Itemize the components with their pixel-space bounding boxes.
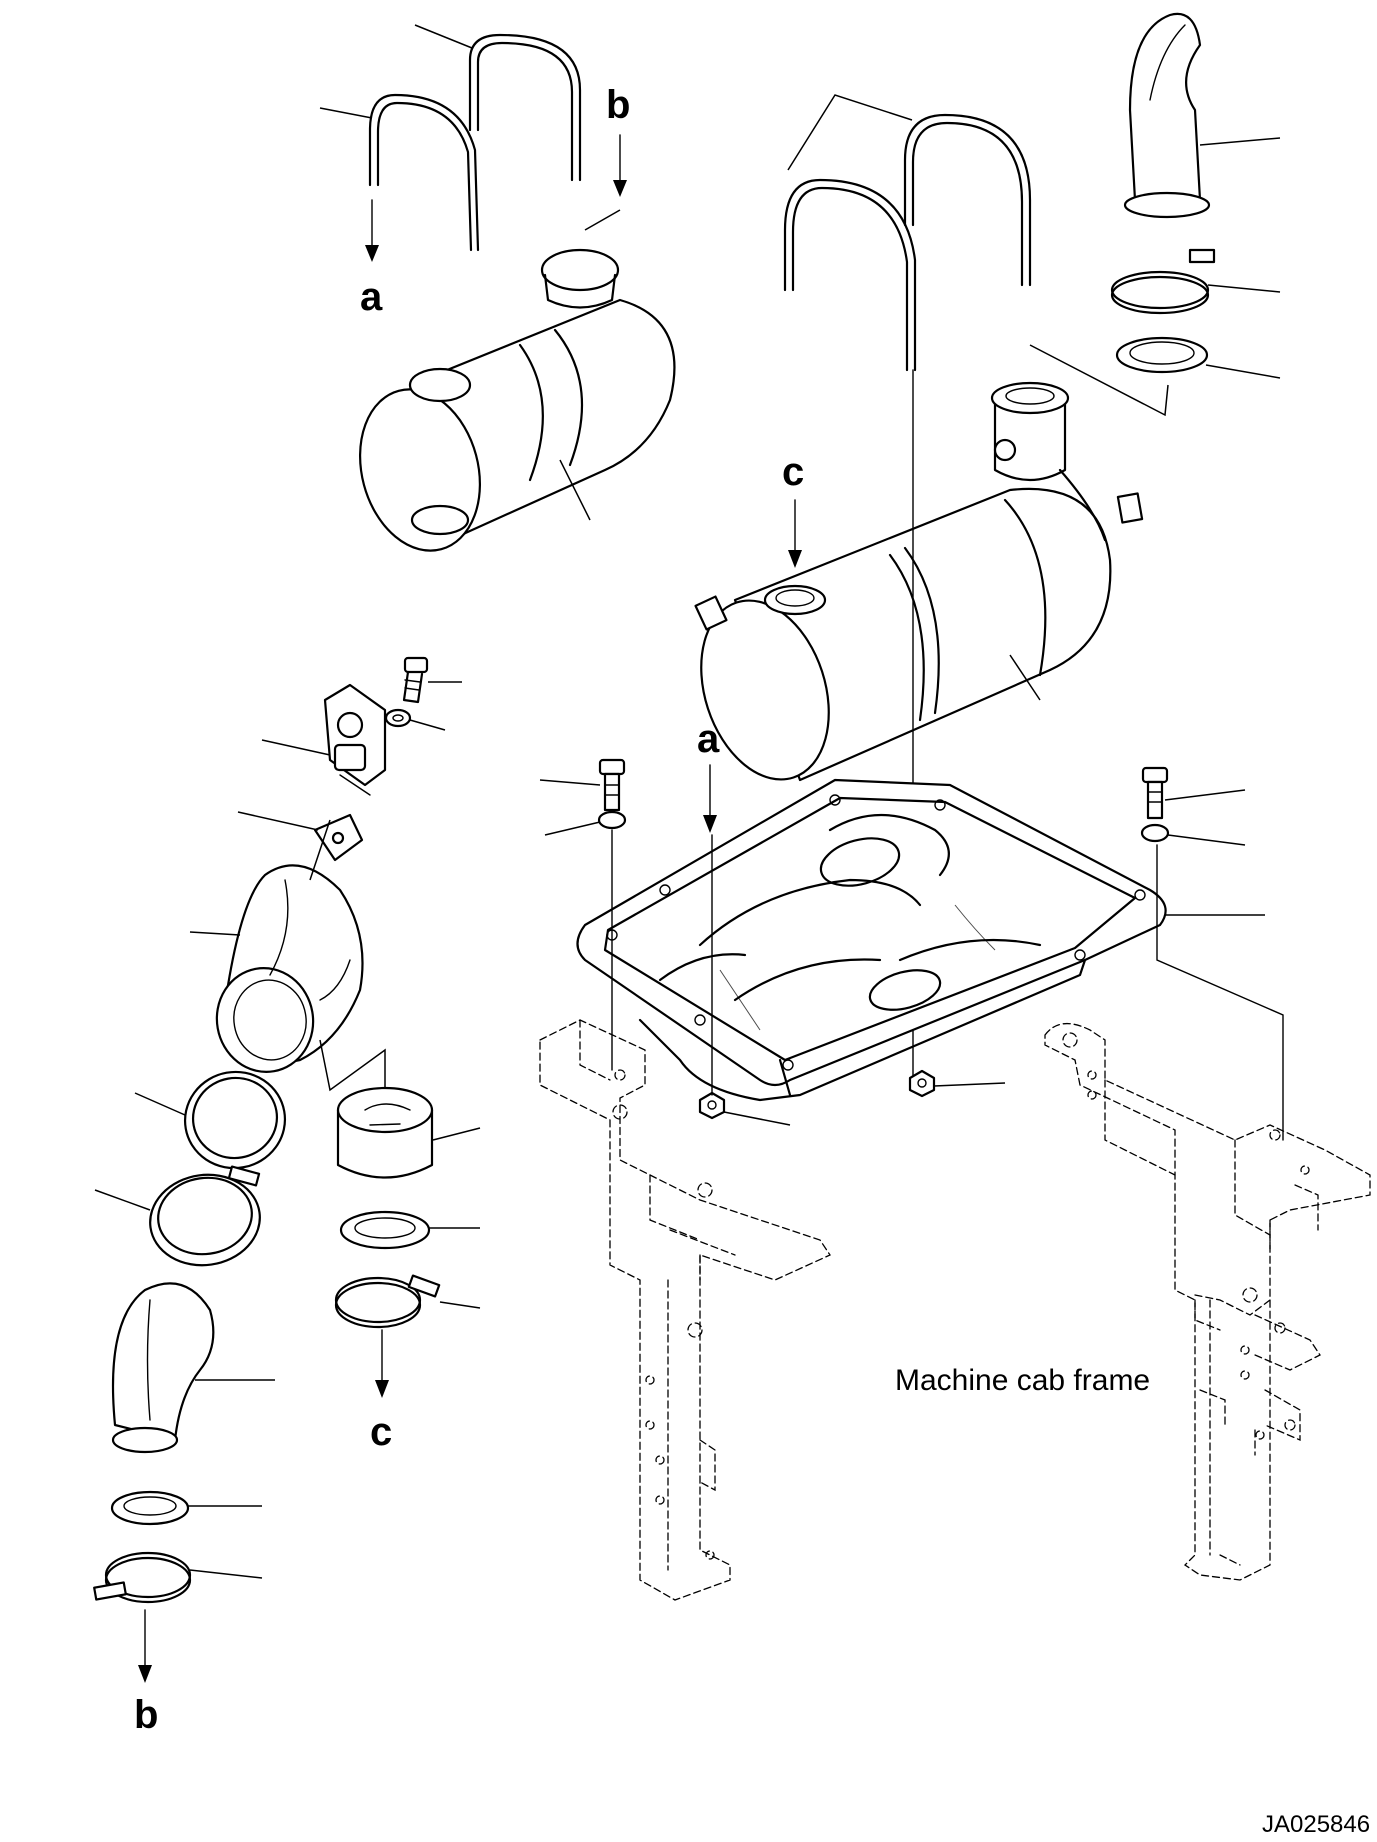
- leader-elbow-top: [1199, 137, 1281, 146]
- ring-left-upper: [183, 1070, 287, 1170]
- leader-clamp-bottom-left: [189, 1569, 263, 1579]
- leader-pipe-elbow-left: [189, 931, 241, 936]
- washer-tray-left: [597, 810, 627, 830]
- leader-sleeve: [432, 1127, 481, 1141]
- leader-ubolt-2: [414, 24, 473, 49]
- clamp-left: [149, 1165, 261, 1267]
- leader-clamp-center: [439, 1301, 481, 1309]
- cab-frame-left-pillar: [539, 1019, 831, 1601]
- arrow-b-top-head: [613, 180, 627, 197]
- gasket-top-right: [1115, 336, 1209, 374]
- leader-plate-to-pipe: [309, 819, 331, 881]
- washer-small-left: [384, 708, 412, 728]
- nut-tray-left: [698, 1091, 726, 1120]
- tailpipe-bottom-left: [111, 1282, 215, 1454]
- u-bolt-right-outer: [783, 178, 917, 372]
- leader-ubolt-right: [787, 94, 913, 171]
- label-b-top: b: [606, 83, 630, 127]
- mounting-plate: [313, 813, 364, 862]
- leader-washer-tray-right: [1167, 834, 1246, 846]
- washer-tray-right: [1140, 823, 1170, 843]
- drawing-code: JA025846: [1262, 1811, 1370, 1838]
- label-a-top: a: [360, 275, 383, 319]
- arrow-a-mid-head: [703, 815, 717, 833]
- arrow-a-top-head: [365, 245, 379, 262]
- muffler-top-left: [358, 248, 676, 552]
- leader-gasket-assembly: [1029, 344, 1169, 417]
- cab-frame-right-pillar: [1044, 1023, 1371, 1581]
- cab-frame-caption: Machine cab frame: [895, 1364, 1150, 1397]
- u-bolt-left-outer: [368, 93, 480, 252]
- bolt-tray-left: [598, 758, 626, 812]
- label-c-bottom: c: [370, 1410, 392, 1454]
- leader-muffler-top: [559, 459, 591, 521]
- leader-ring-left-upper: [134, 1092, 186, 1116]
- leader-clamp-top: [1207, 284, 1281, 293]
- leader-b-top: [584, 209, 621, 231]
- leader-washer-small: [409, 719, 446, 731]
- arrow-b-bottom-head: [138, 1665, 152, 1683]
- sensor-bracket: [323, 683, 387, 796]
- bolt-tray-right: [1141, 766, 1169, 820]
- pipe-elbow-left: [215, 864, 364, 1073]
- leader-muffler-center: [1009, 654, 1041, 701]
- arrow-c-top-head: [788, 550, 802, 568]
- leader-bolt-tray-right: [1164, 789, 1246, 801]
- leader-nut-tray-right: [933, 1082, 1006, 1087]
- leader-mounting-plate: [237, 811, 319, 831]
- leader-gasket-top: [1205, 364, 1281, 379]
- leader-nut-tray-left: [723, 1111, 791, 1126]
- leader-bolt-tray-left: [539, 779, 601, 786]
- elbow-pipe-top-right: [1123, 12, 1211, 219]
- label-c-top: c: [782, 450, 804, 494]
- leader-washer-tray-left: [544, 821, 601, 836]
- muffler-center-right: [694, 381, 1144, 782]
- clamp-bottom-left: [93, 1551, 192, 1604]
- gasket-bottom-left: [110, 1490, 190, 1526]
- leader-sleeve-link: [319, 1039, 386, 1092]
- bolt-small-left: [402, 656, 429, 704]
- label-b-bottom: b: [134, 1693, 158, 1737]
- gasket-center: [339, 1210, 431, 1250]
- arrow-c-bottom-head: [375, 1380, 389, 1398]
- label-a-mid: a: [697, 717, 720, 761]
- guide-line-right-bolt: [1156, 844, 1284, 1141]
- mounting-tray: [576, 778, 1167, 1102]
- clamp-top-right: [1110, 248, 1216, 315]
- leader-clamp-left: [94, 1189, 151, 1211]
- leader-sensor-bracket: [261, 739, 331, 756]
- sleeve-center: [336, 1086, 434, 1179]
- clamp-center: [334, 1274, 441, 1329]
- u-bolt-left-inner: [468, 33, 582, 182]
- u-bolt-right-inner: [903, 113, 1032, 287]
- leader-ubolt-1: [319, 107, 373, 119]
- nut-tray-right: [908, 1069, 936, 1098]
